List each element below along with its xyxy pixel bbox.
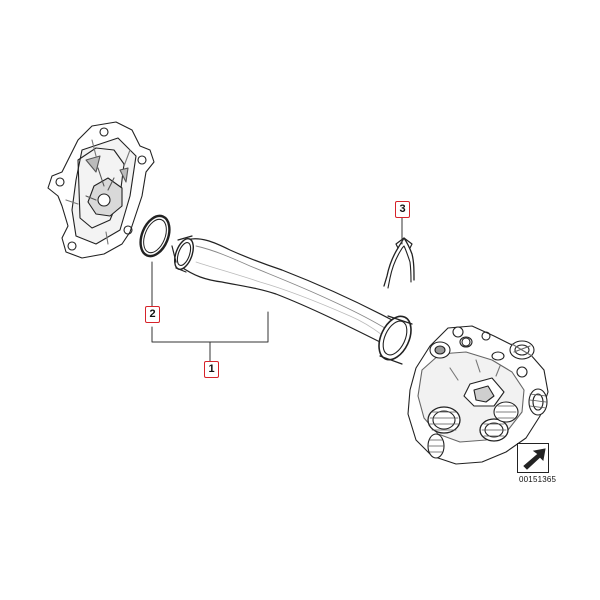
arrow-direction-icon [517, 443, 549, 473]
coolant-pipe [171, 235, 413, 365]
spring-clip [383, 237, 415, 289]
reference-number: 00151365 [519, 475, 557, 484]
water-pump-housing [47, 121, 155, 259]
thermostat-housing [407, 325, 549, 465]
arrow-glyph [523, 448, 546, 470]
callout-part-3: 3 [395, 201, 410, 218]
callout-part-1: 1 [204, 361, 219, 378]
o-ring [139, 214, 171, 258]
leader-lines [151, 217, 403, 362]
callout-part-2: 2 [145, 306, 160, 323]
